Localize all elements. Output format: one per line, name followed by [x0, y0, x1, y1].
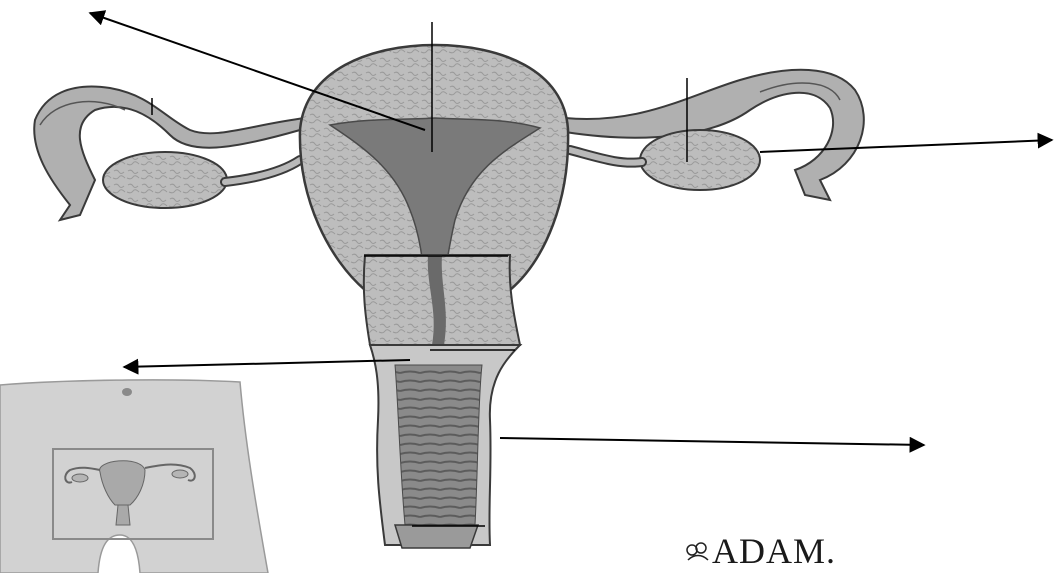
uterus	[300, 45, 568, 290]
left-ovary	[103, 152, 300, 208]
right-ovary	[570, 130, 760, 190]
label-arrows	[90, 13, 1052, 445]
cervix	[364, 255, 520, 345]
arrow-ovary	[760, 140, 1052, 152]
adam-logo-text: ADAM.	[712, 530, 836, 572]
navel	[122, 388, 132, 396]
adam-logo-icon	[687, 543, 708, 560]
vagina	[370, 345, 520, 548]
arrow-vagina	[500, 438, 924, 445]
arrow-cervix	[124, 360, 410, 367]
inset-body-location	[0, 380, 268, 573]
